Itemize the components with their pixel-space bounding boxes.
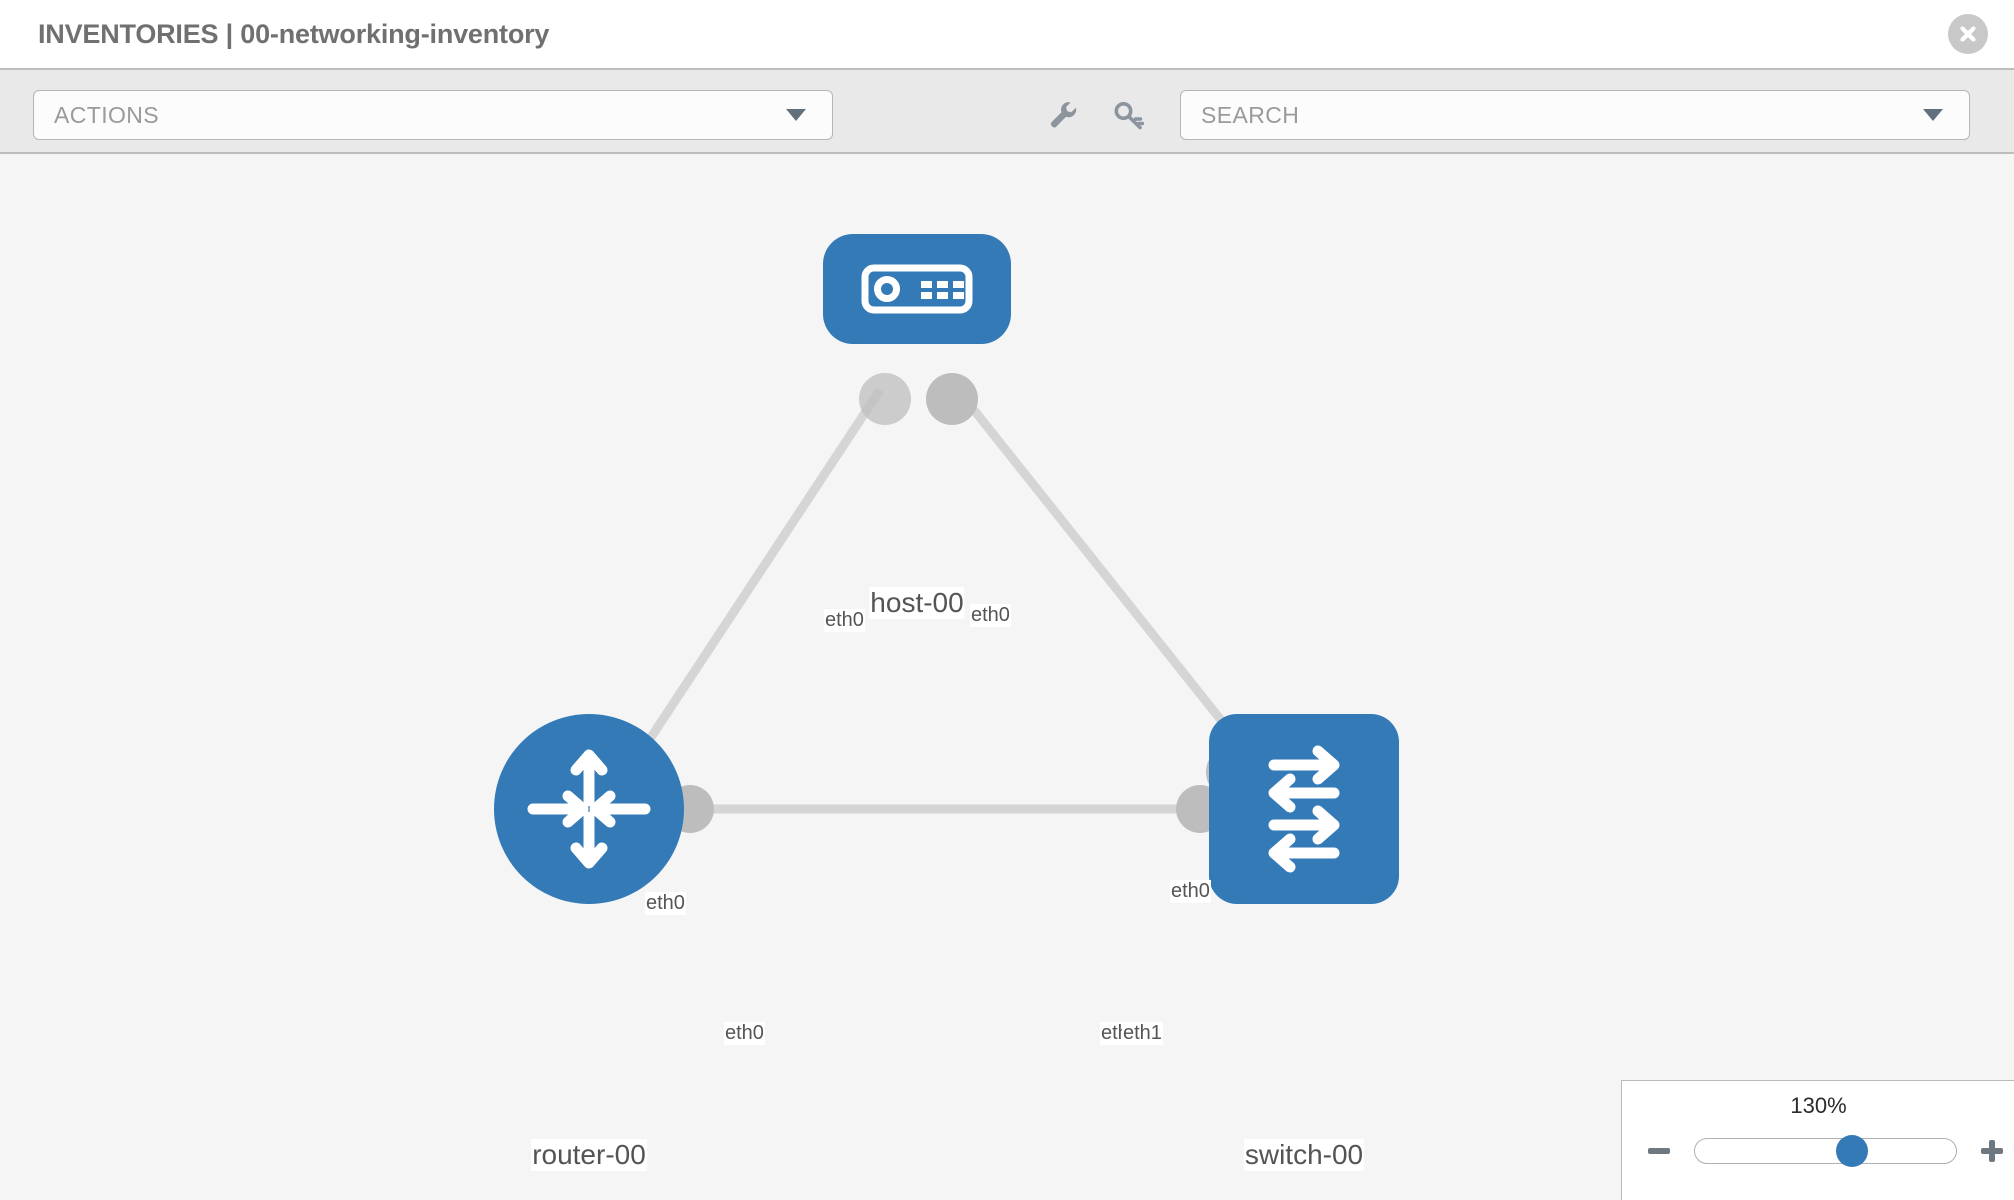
search-input[interactable]: SEARCH xyxy=(1180,90,1970,140)
topology-edges xyxy=(636,387,1252,814)
edge-label: eth0 xyxy=(724,1022,765,1045)
node-router-00[interactable] xyxy=(494,714,684,904)
zoom-slider-row xyxy=(1622,1131,2014,1171)
edge-label: eth0 xyxy=(645,892,686,915)
plus-icon[interactable] xyxy=(1969,1131,2014,1171)
port-host00-left[interactable] xyxy=(859,373,911,425)
wrench-icon[interactable] xyxy=(1042,94,1084,136)
edge-host00-switch00[interactable] xyxy=(954,387,1252,757)
close-icon[interactable] xyxy=(1948,14,1988,54)
edge-label: eth0 xyxy=(824,609,865,632)
topology-canvas[interactable]: eth0 eth0 eth0 eth0 eth0 eth0 eth1 host-… xyxy=(0,154,2014,1200)
actions-dropdown[interactable]: ACTIONS xyxy=(33,90,833,140)
zoom-control-panel: 130% xyxy=(1621,1080,2014,1200)
edge-label: eth1 xyxy=(1122,1022,1163,1045)
chevron-down-icon xyxy=(1923,109,1943,121)
zoom-slider[interactable] xyxy=(1694,1135,1957,1167)
node-label-host-00: host-00 xyxy=(869,587,965,620)
zoom-slider-thumb[interactable] xyxy=(1835,1135,1868,1167)
page-header: INVENTORIES | 00-networking-inventory xyxy=(0,0,2014,68)
edge-label: eth0 xyxy=(970,604,1011,627)
search-placeholder: SEARCH xyxy=(1201,101,1300,128)
port-host00-right[interactable] xyxy=(926,373,978,425)
edge-host00-router00[interactable] xyxy=(636,387,884,757)
zoom-level-label: 130% xyxy=(1790,1093,1847,1118)
node-label-router-00: router-00 xyxy=(531,1139,647,1172)
edge-label: eth0 xyxy=(1170,880,1211,903)
topology-svg xyxy=(494,234,1399,904)
node-switch-00[interactable] xyxy=(1209,714,1399,904)
chevron-down-icon xyxy=(786,109,806,121)
node-host-00[interactable] xyxy=(823,234,1011,344)
actions-dropdown-label: ACTIONS xyxy=(54,101,160,128)
minus-icon[interactable] xyxy=(1636,1131,1682,1171)
page-title: INVENTORIES | 00-networking-inventory xyxy=(38,18,550,49)
toolbar: ACTIONS SEARCH xyxy=(0,68,2014,154)
node-label-switch-00: switch-00 xyxy=(1243,1139,1365,1172)
key-icon[interactable] xyxy=(1108,94,1150,136)
